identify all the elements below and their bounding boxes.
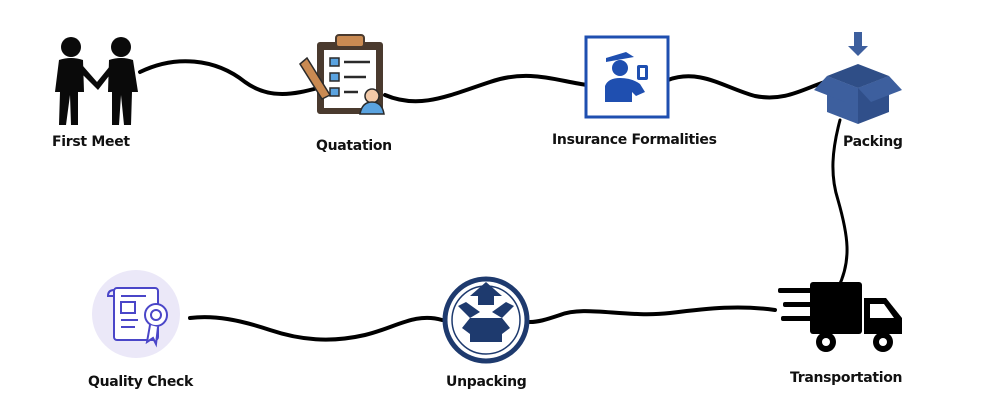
connector-first-meet-quatation	[138, 59, 320, 96]
officer-document-icon	[584, 35, 670, 119]
box-unpacking-icon	[442, 276, 530, 364]
step-label-packing: Packing	[843, 134, 903, 150]
connector-paths	[138, 59, 849, 342]
certificate-icon	[92, 270, 180, 358]
handshake-people-icon	[55, 37, 138, 125]
connector-unpacking-quality	[188, 315, 444, 342]
connector-packing-transportation	[831, 118, 849, 290]
step-label-transportation: Transportation	[790, 370, 903, 386]
step-label-insurance-formalities: Insurance Formalities	[552, 132, 717, 148]
clipboard-checklist-icon	[299, 34, 385, 115]
box-packing-icon	[814, 32, 902, 124]
connector-transportation-unpacking	[528, 305, 777, 324]
step-label-first-meet: First Meet	[52, 134, 130, 150]
connector-quatation-insurance	[383, 73, 590, 104]
step-label-quatation: Quatation	[316, 138, 392, 154]
step-label-quality-check: Quality Check	[88, 374, 194, 390]
step-label-unpacking: Unpacking	[446, 374, 527, 390]
connector-insurance-packing	[666, 74, 827, 100]
delivery-truck-icon	[778, 282, 902, 352]
